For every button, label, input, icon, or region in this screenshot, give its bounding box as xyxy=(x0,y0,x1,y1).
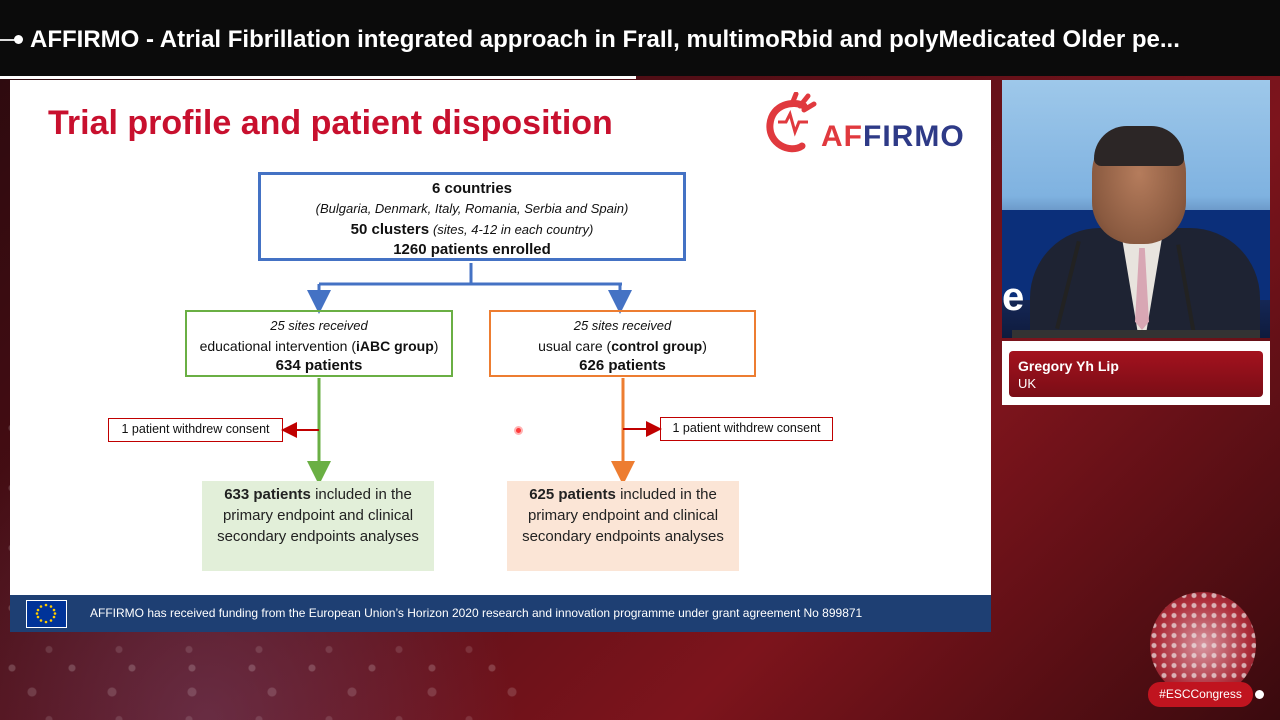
control-patients: 626 patients xyxy=(579,357,666,374)
podium xyxy=(1012,330,1260,338)
heart-logo-icon xyxy=(766,92,817,153)
withdraw-consent-left: 1 patient withdrew consent xyxy=(108,418,283,442)
session-title: AFFIRMO - Atrial Fibrillation integrated… xyxy=(30,26,1180,53)
clusters-line: 50 clusters (sites, 4-12 in each country… xyxy=(350,221,594,238)
progress-dot-icon xyxy=(14,35,23,44)
control-analysis-result: 625 patients included in the primary end… xyxy=(507,481,739,571)
hashtag-dot-icon xyxy=(1255,690,1264,699)
speaker-name: Gregory Yh Lip xyxy=(1018,358,1119,374)
screen-letter-decoration: e xyxy=(1002,275,1025,319)
speaker-video: e xyxy=(1002,80,1270,338)
title-bar: AFFIRMO - Atrial Fibrillation integrated… xyxy=(0,0,1280,79)
namecard-banner: Gregory Yh Lip UK xyxy=(1009,351,1263,397)
speaker-tie xyxy=(1135,248,1149,330)
enrollment-box: 6 countries (Bulgaria, Denmark, Italy, R… xyxy=(258,172,686,261)
flow-connectors xyxy=(281,263,662,485)
iabc-group-box: 25 sites received educational interventi… xyxy=(185,310,453,377)
presentation-slide: Trial profile and patient disposition AF… xyxy=(10,80,991,632)
laser-pointer-icon xyxy=(514,426,523,435)
progress-underline xyxy=(0,76,636,79)
affirmo-logo: AFFIRMO xyxy=(764,92,984,158)
iabc-patients: 634 patients xyxy=(275,357,363,374)
slide-title: Trial profile and patient disposition xyxy=(48,104,613,142)
countries-list: (Bulgaria, Denmark, Italy, Romania, Serb… xyxy=(315,201,629,216)
speaker-hair xyxy=(1094,126,1184,166)
eu-flag-icon xyxy=(26,600,67,628)
funding-text: AFFIRMO has received funding from the Eu… xyxy=(90,606,863,620)
iabc-analysis-result: 633 patients included in the primary end… xyxy=(202,481,434,571)
logo-wordmark: AFFIRMO xyxy=(821,120,965,153)
globe-decoration xyxy=(1150,592,1256,698)
countries-count: 6 countries xyxy=(431,180,513,197)
withdraw-consent-right: 1 patient withdrew consent xyxy=(660,417,833,441)
control-group-box: 25 sites received usual care (control gr… xyxy=(489,310,756,377)
hashtag-badge: #ESCCongress xyxy=(1148,682,1253,707)
patients-enrolled: 1260 patients enrolled xyxy=(393,241,551,258)
speaker-namecard: Gregory Yh Lip UK xyxy=(1002,341,1270,405)
progress-track xyxy=(0,39,18,41)
speaker-country: UK xyxy=(1018,376,1037,391)
funding-footer: AFFIRMO has received funding from the Eu… xyxy=(10,595,991,632)
